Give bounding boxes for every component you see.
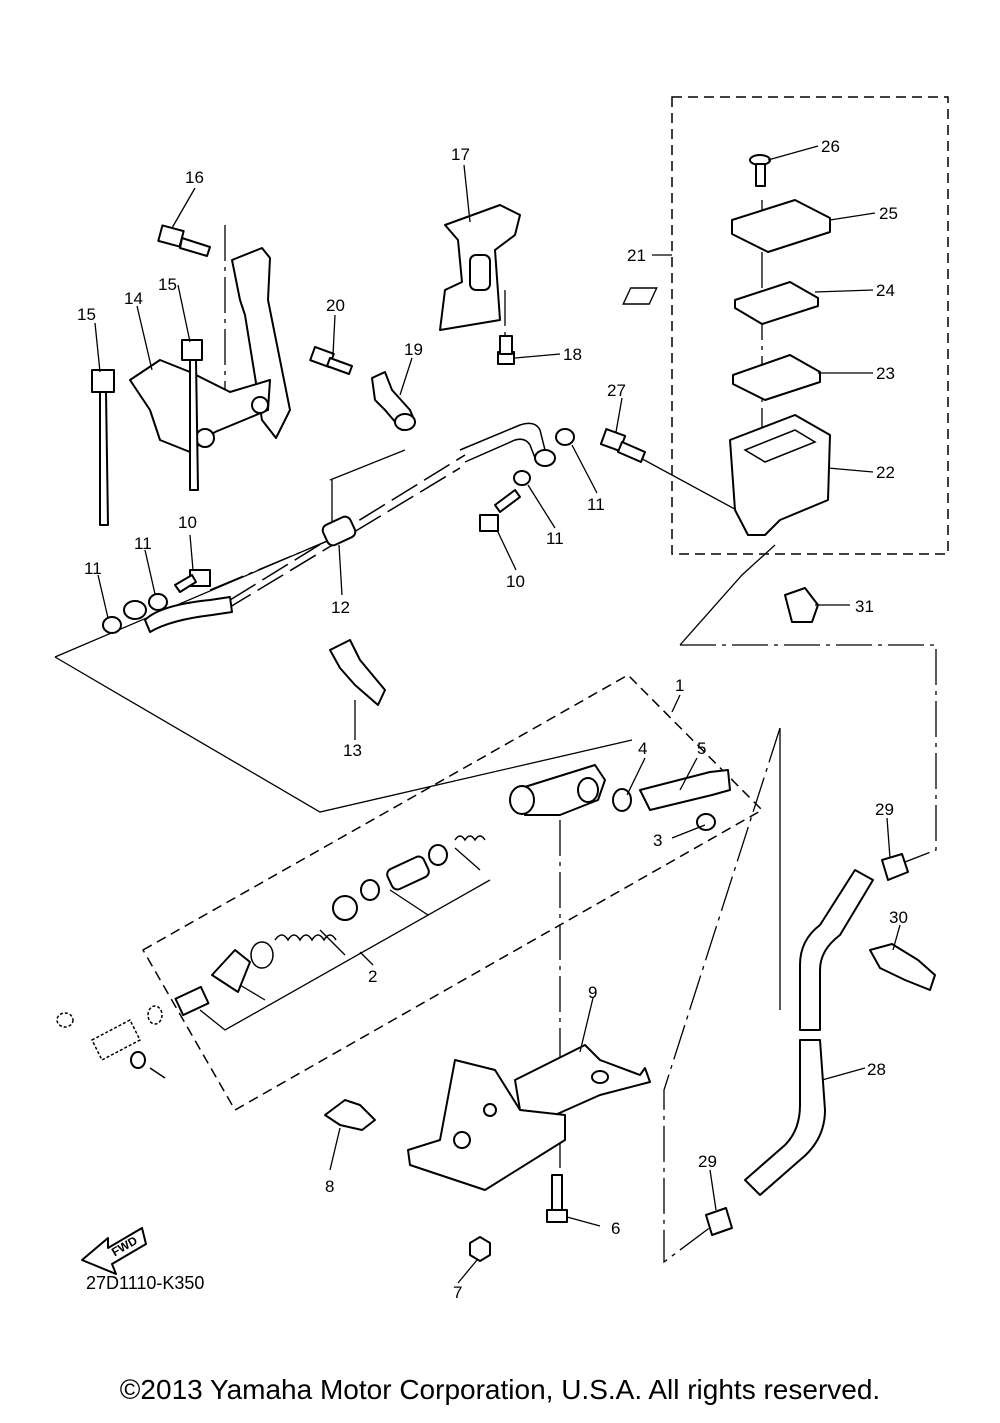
- callout-label: 6: [611, 1219, 620, 1238]
- callout-label: 10: [506, 572, 525, 591]
- union-bolt-icon: [479, 489, 521, 532]
- callout-label: 16: [185, 168, 204, 187]
- connector-line: [679, 544, 776, 646]
- master-cylinder-assembly-box: [141, 674, 764, 1112]
- bracket-icon: [129, 247, 291, 453]
- reservoir-cap-icon: [731, 199, 831, 253]
- callout-label: 11: [134, 534, 152, 553]
- callout-label: 30: [889, 908, 908, 927]
- callout-label: 7: [453, 1283, 462, 1302]
- callout-label: 13: [343, 741, 362, 760]
- washer-icon: [513, 470, 531, 486]
- union-bolt-icon: [174, 569, 211, 593]
- connector-line: [680, 644, 937, 863]
- callout-label: 15: [158, 275, 177, 294]
- o-ring-icon: [612, 788, 632, 812]
- callout-label: 1: [675, 676, 684, 695]
- callout-label: 11: [587, 495, 605, 514]
- leader-line: [389, 889, 429, 916]
- washer-icon: [148, 593, 168, 611]
- pedal-spring-icon: [324, 1099, 376, 1131]
- callout-label: 28: [867, 1060, 886, 1079]
- callout-label: 14: [124, 289, 143, 308]
- reservoir-icon: [729, 414, 831, 536]
- callout-label: 29: [875, 800, 894, 819]
- callout-label: 3: [653, 831, 662, 850]
- hose-clamp-icon: [705, 1207, 733, 1236]
- cable-tie-icon: [181, 339, 203, 491]
- callout-label: 26: [821, 137, 840, 156]
- hose-joint-icon: [639, 769, 731, 811]
- callout-label: 27: [607, 381, 626, 400]
- leader-line: [454, 847, 481, 871]
- connector-line: [54, 656, 633, 813]
- callout-label: 19: [404, 340, 423, 359]
- washer-icon: [102, 616, 122, 634]
- callout-label: 21: [627, 246, 646, 265]
- diaphragm-plate-icon: [622, 281, 819, 325]
- reservoir-assembly-box: [671, 96, 949, 555]
- bolt-icon: [497, 335, 515, 365]
- hose-clamp-icon: [881, 853, 909, 881]
- callout-leaders: [94, 145, 901, 1284]
- callout-label: 22: [876, 463, 895, 482]
- leader-line: [319, 929, 346, 956]
- forward-arrow-icon: FWD: [81, 1227, 147, 1275]
- piston-icon: [332, 844, 448, 921]
- brake-hose-icon: [123, 422, 556, 633]
- callout-label: 25: [879, 204, 898, 223]
- callout-label: 17: [451, 145, 470, 164]
- callout-numbers: 1 2 3 4 5 6 7 8 9 10 10 11 11 11 11 12 1…: [77, 137, 908, 1302]
- bolt-icon: [599, 428, 646, 463]
- callout-label: 11: [84, 559, 102, 578]
- callout-label: 9: [588, 983, 597, 1002]
- snap-ring-icon: [250, 941, 274, 969]
- callout-label: 4: [638, 739, 647, 758]
- leader-line: [239, 984, 266, 1001]
- cable-tie-icon: [91, 369, 115, 526]
- bolt-icon: [157, 224, 211, 257]
- callout-label: 29: [698, 1152, 717, 1171]
- callout-label: 10: [178, 513, 197, 532]
- bracket-icon: [439, 204, 521, 331]
- hose-holder-icon: [329, 639, 386, 706]
- connector-line: [663, 727, 781, 1264]
- diagram-code: 27D1110-K350: [86, 1273, 204, 1293]
- bolt-icon: [309, 346, 353, 375]
- hose-joint-icon: [869, 943, 936, 991]
- clip-icon: [784, 587, 819, 623]
- callout-label: 18: [563, 345, 582, 364]
- callout-label: 5: [697, 739, 706, 758]
- copyright-notice: ©2013 Yamaha Motor Corporation, U.S.A. A…: [119, 1374, 881, 1405]
- nut-icon: [469, 1236, 491, 1262]
- spring-icon: [274, 835, 486, 942]
- cylinder-body-icon: [509, 764, 606, 816]
- connector-line: [329, 449, 406, 481]
- callout-label: 2: [368, 967, 377, 986]
- callout-label: 23: [876, 364, 895, 383]
- clevis-icon: [56, 1005, 166, 1079]
- connector-line: [209, 539, 331, 591]
- bolt-icon: [546, 1174, 568, 1223]
- diaphragm-icon: [732, 354, 821, 401]
- callout-label: 12: [331, 598, 350, 617]
- callout-label: 24: [876, 281, 895, 300]
- hose-icon: [744, 869, 874, 1196]
- dust-boot-icon: [211, 949, 251, 993]
- callout-label: 11: [546, 529, 564, 548]
- push-rod-icon: [174, 985, 210, 1017]
- callout-label: 20: [326, 296, 345, 315]
- washer-icon: [555, 428, 575, 446]
- pedal-bracket-icon: [407, 1044, 651, 1191]
- callout-label: 15: [77, 305, 96, 324]
- leader-line: [199, 879, 491, 1031]
- callout-label: 31: [855, 597, 874, 616]
- screw-icon: [749, 154, 771, 187]
- clamp-icon: [371, 371, 416, 431]
- callout-label: 8: [325, 1177, 334, 1196]
